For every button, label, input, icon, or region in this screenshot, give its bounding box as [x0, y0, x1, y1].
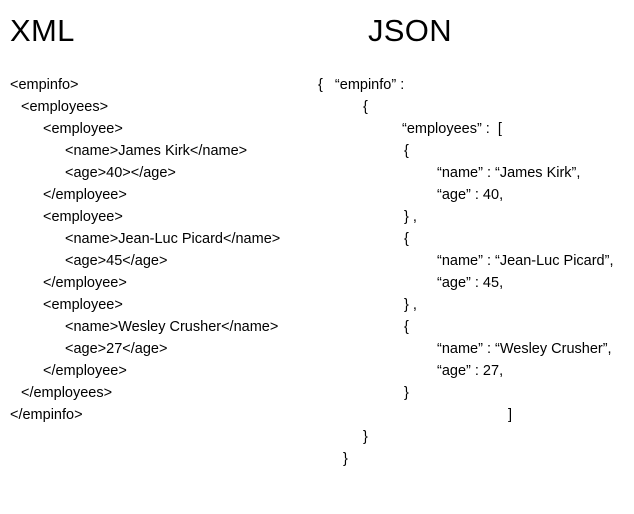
- xml-code-line: <empinfo>: [0, 74, 79, 96]
- json-line-text: }: [343, 451, 348, 467]
- json-code-line: }: [0, 382, 409, 404]
- xml-code-line: <age>27</age>: [0, 338, 167, 360]
- xml-line-text: <empinfo>: [10, 77, 79, 93]
- json-line-text: { “empinfo” :: [318, 77, 405, 93]
- xml-code-line: <employee>: [0, 118, 123, 140]
- xml-line-text: <employees>: [21, 99, 109, 115]
- json-code-line: “age” : 45,: [0, 272, 503, 294]
- json-line-text: }: [363, 429, 368, 445]
- json-line-text: }: [404, 385, 409, 401]
- json-column-title: JSON: [368, 13, 452, 48]
- xml-line-text: <employee>: [43, 121, 123, 137]
- json-line-text: {: [404, 319, 409, 335]
- xml-code-line: <name>Wesley Crusher</name>: [0, 316, 278, 338]
- xml-code-line: </employee>: [0, 184, 127, 206]
- xml-line-text: </employee>: [43, 275, 127, 291]
- json-code-line: } ,: [0, 294, 417, 316]
- xml-code-line: </empinfo>: [0, 404, 83, 426]
- json-line-text: } ,: [404, 209, 417, 225]
- xml-code-line: <name>James Kirk</name>: [0, 140, 247, 162]
- xml-code-line: </employees>: [0, 382, 112, 404]
- xml-code-line: <name>Jean-Luc Picard</name>: [0, 228, 280, 250]
- json-line-text: “age” : 40,: [437, 187, 504, 203]
- json-line-text: ]: [508, 407, 513, 423]
- json-code-line: }: [0, 426, 368, 448]
- xml-line-text: <employee>: [43, 209, 123, 225]
- json-code-line: ]: [0, 404, 512, 426]
- json-code-block: { “empinfo” : { “employees” : [ { “name”…: [0, 74, 613, 470]
- json-line-text: “age” : 27,: [437, 363, 504, 379]
- json-line-text: } ,: [404, 297, 417, 313]
- xml-code-block: <empinfo> <employees> <employee> <name>J…: [0, 74, 280, 426]
- slide-canvas: XML <empinfo> <employees> <employee> <na…: [0, 13, 613, 468]
- xml-code-line: <employee>: [0, 294, 123, 316]
- json-line-text: {: [404, 143, 409, 159]
- json-line-text: {: [363, 99, 368, 115]
- xml-code-line: <age>45</age>: [0, 250, 167, 272]
- json-code-line: “employees” : [: [0, 118, 502, 140]
- xml-column-title: XML: [10, 13, 75, 48]
- json-code-line: “age” : 40,: [0, 184, 503, 206]
- json-line-text: “name” : “Wesley Crusher”,: [437, 341, 612, 357]
- json-line-text: “employees” : [: [402, 121, 502, 137]
- xml-code-line: </employee>: [0, 360, 127, 382]
- xml-line-text: <age>45</age>: [65, 253, 168, 269]
- xml-line-text: <name>James Kirk</name>: [65, 143, 248, 159]
- xml-line-text: </employees>: [21, 385, 113, 401]
- json-code-line: “age” : 27,: [0, 360, 503, 382]
- json-line-text: {: [404, 231, 409, 247]
- json-line-text: “name” : “James Kirk”,: [437, 165, 581, 181]
- json-line-text: “age” : 45,: [437, 275, 504, 291]
- xml-code-line: <age>40></age>: [0, 162, 176, 184]
- xml-line-text: <age>27</age>: [65, 341, 168, 357]
- xml-code-line: </employee>: [0, 272, 127, 294]
- json-code-line: } ,: [0, 206, 417, 228]
- json-code-line: {: [0, 316, 409, 338]
- xml-line-text: <age>40></age>: [65, 165, 176, 181]
- xml-line-text: <name>Wesley Crusher</name>: [65, 319, 279, 335]
- xml-line-text: </employee>: [43, 363, 127, 379]
- json-code-line: { “empinfo” :: [0, 74, 404, 96]
- json-code-line: “name” : “Jean-Luc Picard”,: [0, 250, 613, 272]
- json-line-text: “name” : “Jean-Luc Picard”,: [437, 253, 614, 269]
- xml-line-text: </employee>: [43, 187, 127, 203]
- xml-line-text: <employee>: [43, 297, 123, 313]
- xml-line-text: <name>Jean-Luc Picard</name>: [65, 231, 281, 247]
- json-code-line: {: [0, 96, 368, 118]
- xml-code-line: <employees>: [0, 96, 108, 118]
- json-code-line: {: [0, 228, 409, 250]
- json-code-line: }: [0, 448, 348, 470]
- xml-line-text: </empinfo>: [10, 407, 83, 423]
- json-code-line: {: [0, 140, 409, 162]
- json-code-line: “name” : “Wesley Crusher”,: [0, 338, 612, 360]
- json-code-line: “name” : “James Kirk”,: [0, 162, 580, 184]
- xml-code-line: <employee>: [0, 206, 123, 228]
